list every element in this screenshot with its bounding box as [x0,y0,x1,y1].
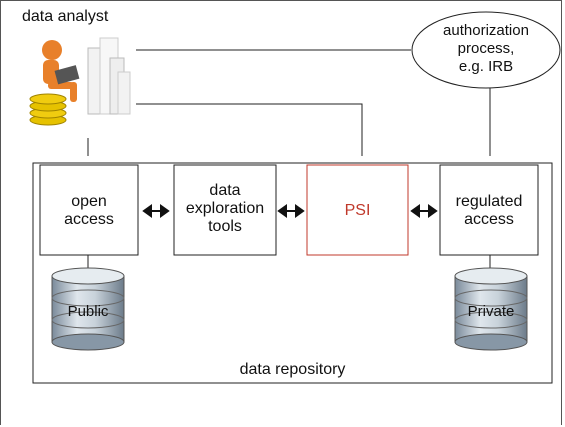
open-access-box [39,164,139,256]
public-database-icon [51,267,125,351]
authorization-label: authorization process, e.g. IRB [443,22,529,75]
private-database-icon [454,267,528,351]
public-db-label: Public [67,303,109,320]
exploration-tools-label: data exploration tools [185,182,265,235]
regulated-access-label: regulated access [455,193,523,228]
regulated-access-box [439,164,539,256]
double-arrow-icon [410,204,438,218]
analyst-label: data analyst [22,8,109,25]
double-arrow-icon [277,204,305,218]
exploration-tools-box [173,164,277,256]
repository-label: data repository [239,361,346,378]
psi-box [306,164,409,256]
authorization-ellipse [411,11,561,89]
repository-frame [32,162,553,384]
open-access-label: open access [64,193,114,228]
private-db-label: Private [467,303,515,320]
analyst-illustration [29,37,131,126]
psi-label: PSI [344,202,371,219]
double-arrow-icon [142,204,170,218]
